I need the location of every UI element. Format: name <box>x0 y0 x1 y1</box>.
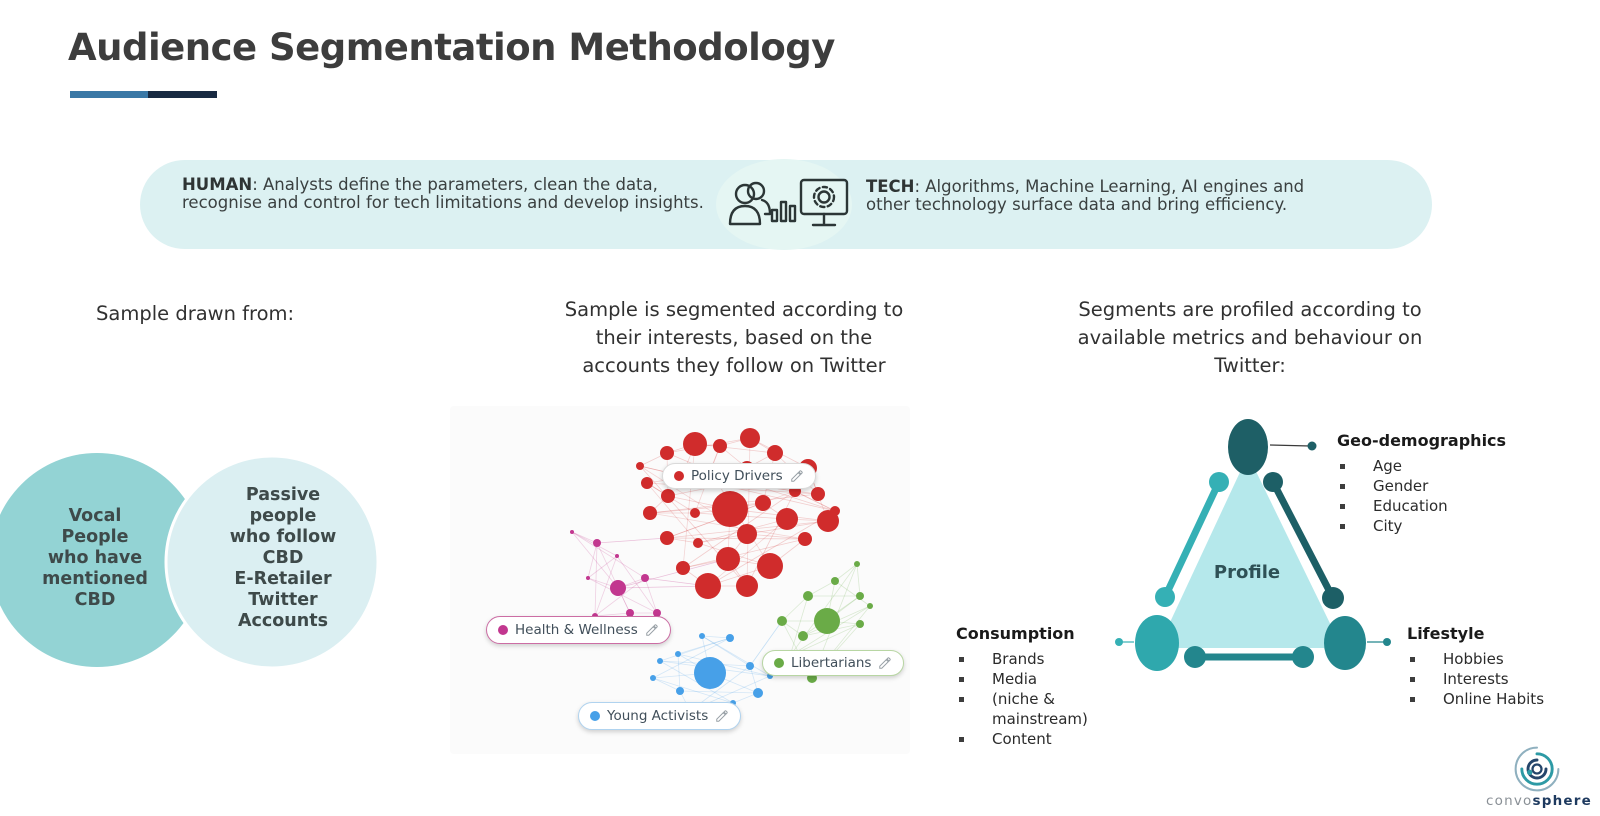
pill-label: Young Activists <box>607 708 709 724</box>
group-items: Brands Media (niche & mainstream) Conten… <box>956 649 1136 749</box>
edit-pencil-icon[interactable] <box>715 709 729 723</box>
young-activists-dot <box>590 711 600 721</box>
wordmark-prefix: convo <box>1486 793 1533 809</box>
segment-pill-libertarians[interactable]: Libertarians <box>762 650 905 676</box>
group-items: Hobbies Interests Online Habits <box>1407 649 1587 709</box>
policy-drivers-dot <box>674 471 684 481</box>
list-item: Hobbies <box>1407 649 1587 669</box>
list-item: Interests <box>1407 669 1587 689</box>
tech-label: TECH <box>866 177 915 196</box>
tech-description: TECH: Algorithms, Machine Learning, AI e… <box>866 178 1336 213</box>
segment-pill-young-activists[interactable]: Young Activists <box>578 702 742 730</box>
consumption-group: Consumption Brands Media (niche & mainst… <box>956 624 1136 749</box>
human-text: : Analysts define the parameters, clean … <box>182 175 704 212</box>
human-label: HUMAN <box>182 175 253 194</box>
list-item: City <box>1337 516 1537 536</box>
title-accent-bar <box>70 91 217 98</box>
wordmark-suffix: sphere <box>1532 793 1592 809</box>
group-title: Geo-demographics <box>1337 431 1507 450</box>
list-item: Education <box>1337 496 1537 516</box>
list-item: Age <box>1337 456 1537 476</box>
accent-bar-left <box>70 91 148 98</box>
profile-center-label: Profile <box>1213 562 1281 583</box>
segment-pill-policy-drivers[interactable]: Policy Drivers <box>662 463 816 489</box>
list-item: (niche & mainstream) <box>956 689 1136 729</box>
list-item: Content <box>956 729 1136 749</box>
group-title: Consumption <box>956 624 1075 643</box>
list-item: Media <box>956 669 1136 689</box>
venn-right-label: Passive people who follow CBD E-Retailer… <box>229 485 337 631</box>
venn-left-label: Vocal People who have mentioned CBD <box>42 506 148 610</box>
edit-pencil-icon[interactable] <box>645 623 659 637</box>
lifestyle-group: Lifestyle Hobbies Interests Online Habit… <box>1407 624 1587 709</box>
geo-demographics-group: Geo-demographics Age Gender Education Ci… <box>1337 431 1537 536</box>
group-title: Lifestyle <box>1407 624 1485 643</box>
page-title: Audience Segmentation Methodology <box>68 26 835 69</box>
venn-diagram <box>0 453 380 670</box>
monitor-gear-icon <box>799 178 849 227</box>
convosphere-wordmark: convosphere <box>1486 793 1592 809</box>
list-item: Online Habits <box>1407 689 1587 709</box>
health-wellness-dot <box>498 625 508 635</box>
pill-label: Libertarians <box>791 655 872 671</box>
human-description: HUMAN: Analysts define the parameters, c… <box>182 176 714 211</box>
convosphere-logo-icon <box>1514 746 1560 792</box>
step1-header: Sample drawn from: <box>96 302 295 325</box>
step3-header: Segments are profiled according to avail… <box>1077 298 1423 377</box>
edit-pencil-icon[interactable] <box>878 656 892 670</box>
libertarians-dot <box>774 658 784 668</box>
list-item: Gender <box>1337 476 1537 496</box>
group-items: Age Gender Education City <box>1337 456 1537 536</box>
pill-label: Policy Drivers <box>691 468 783 484</box>
segment-pill-health-wellness[interactable]: Health & Wellness <box>486 616 671 644</box>
list-item: Brands <box>956 649 1136 669</box>
edit-pencil-icon[interactable] <box>790 469 804 483</box>
profile-triangle-diagram <box>1115 419 1391 671</box>
step2-header: Sample is segmented according to their i… <box>564 298 904 377</box>
pill-label: Health & Wellness <box>515 622 638 638</box>
accent-bar-right <box>148 91 217 98</box>
tech-text: : Algorithms, Machine Learning, AI engin… <box>866 177 1305 214</box>
people-analytics-icon <box>728 181 797 226</box>
network-panel: Policy Drivers Health & Wellness Liberta… <box>450 406 910 754</box>
